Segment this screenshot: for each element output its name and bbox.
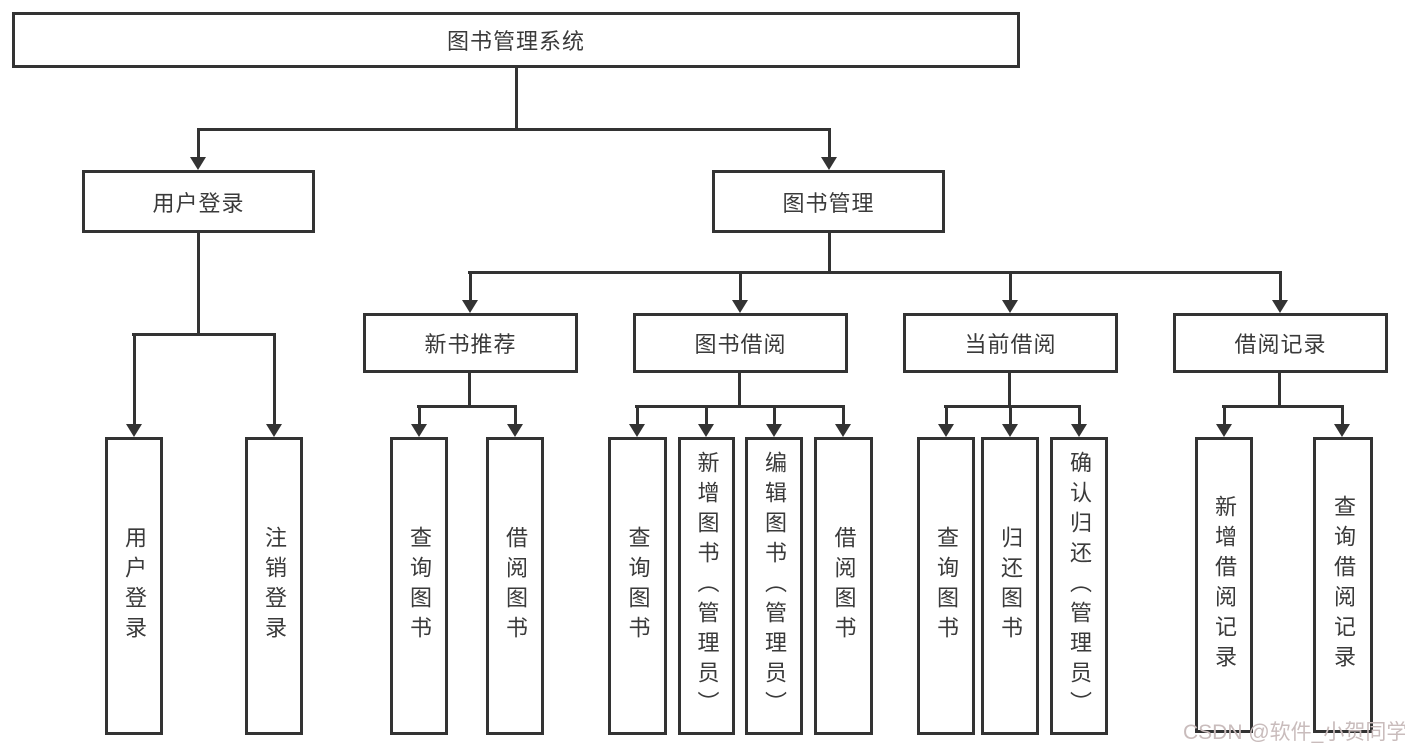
connector-bookmgmt-stem <box>828 233 831 271</box>
connector-newbook-stem <box>468 372 471 408</box>
node-label: 注销登录 <box>262 526 287 646</box>
connector-currentborrow-stem <box>1008 372 1011 408</box>
leaf-user-login: 用户登录 <box>105 437 163 735</box>
node-label: 新书推荐 <box>424 332 517 357</box>
node-current-borrowing: 当前借阅 <box>903 313 1118 373</box>
connector-currentborrow-rail <box>944 405 1081 408</box>
arrow-down-icon <box>821 128 838 170</box>
node-label: 借阅记录 <box>1234 332 1327 357</box>
arrow-down-icon <box>835 405 852 437</box>
node-label: 图书管理系统 <box>446 29 585 54</box>
leaf-borrow-books: 借阅图书 <box>814 437 873 735</box>
node-label: 查询图书 <box>625 526 651 646</box>
leaf-query-books: 查询图书 <box>608 437 667 735</box>
node-label: 新增图书（管理员） <box>694 451 720 721</box>
node-book-borrowing: 图书借阅 <box>633 313 848 373</box>
leaf-confirm-return-admin: 确认归还（管理员） <box>1050 437 1108 735</box>
leaf-borrow-books: 借阅图书 <box>486 437 544 735</box>
node-label: 归还图书 <box>998 526 1023 646</box>
node-label: 用户登录 <box>122 526 147 646</box>
csdn-watermark: CSDN @软件_小贺同学 <box>1183 721 1405 744</box>
node-user-login: 用户登录 <box>82 170 315 233</box>
node-book-management: 图书管理 <box>712 170 945 233</box>
arrow-down-icon <box>266 333 283 437</box>
arrow-down-icon <box>507 405 524 437</box>
arrow-down-icon <box>190 128 207 170</box>
node-label: 图书借阅 <box>694 332 787 357</box>
node-label: 确认归还（管理员） <box>1067 451 1092 721</box>
arrow-down-icon <box>1002 405 1019 437</box>
connector-bookmgmt-rail <box>468 271 1282 274</box>
node-label: 图书管理 <box>782 190 875 216</box>
arrow-down-icon <box>1071 405 1088 437</box>
node-label: 查询图书 <box>934 526 959 646</box>
arrow-down-icon <box>1002 271 1019 313</box>
node-label: 查询图书 <box>407 526 432 646</box>
node-label: 借阅图书 <box>503 526 528 646</box>
connector-newbook-rail <box>417 405 517 408</box>
arrow-down-icon <box>126 333 143 437</box>
arrow-down-icon <box>462 271 479 313</box>
arrow-down-icon <box>1272 271 1289 313</box>
connector-root-rail <box>197 128 831 131</box>
node-label: 查询借阅记录 <box>1331 495 1356 675</box>
connector-borrowrecord-rail <box>1222 405 1344 408</box>
connector-userlogin-rail <box>132 333 276 336</box>
node-library-management-system: 图书管理系统 <box>12 12 1020 68</box>
connector-bookborrow-stem <box>738 372 741 408</box>
connector-root-stem <box>515 68 518 128</box>
connector-userlogin-stem <box>197 233 200 333</box>
arrow-down-icon <box>732 271 749 313</box>
arrow-down-icon <box>629 405 646 437</box>
node-borrow-records: 借阅记录 <box>1173 313 1388 373</box>
arrow-down-icon <box>766 405 783 437</box>
arrow-down-icon <box>938 405 955 437</box>
connector-bookborrow-rail <box>635 405 845 408</box>
node-label: 新增借阅记录 <box>1212 495 1237 675</box>
node-label: 当前借阅 <box>964 332 1057 357</box>
arrow-down-icon <box>411 405 428 437</box>
leaf-add-books-admin: 新增图书（管理员） <box>678 437 735 735</box>
node-new-book-recommend: 新书推荐 <box>363 313 578 373</box>
leaf-query-borrow-record: 查询借阅记录 <box>1313 437 1373 733</box>
node-label: 借阅图书 <box>831 526 857 646</box>
leaf-edit-books-admin: 编辑图书（管理员） <box>745 437 803 735</box>
arrow-down-icon <box>1334 405 1351 437</box>
arrow-down-icon <box>1216 405 1233 437</box>
leaf-return-books: 归还图书 <box>981 437 1039 735</box>
arrow-down-icon <box>698 405 715 437</box>
node-label: 用户登录 <box>152 190 245 216</box>
leaf-add-borrow-record: 新增借阅记录 <box>1195 437 1253 733</box>
leaf-query-books: 查询图书 <box>917 437 975 735</box>
connector-borrowrecord-stem <box>1278 372 1281 408</box>
node-label: 编辑图书（管理员） <box>762 451 787 721</box>
leaf-logout: 注销登录 <box>245 437 303 735</box>
leaf-query-books: 查询图书 <box>390 437 448 735</box>
